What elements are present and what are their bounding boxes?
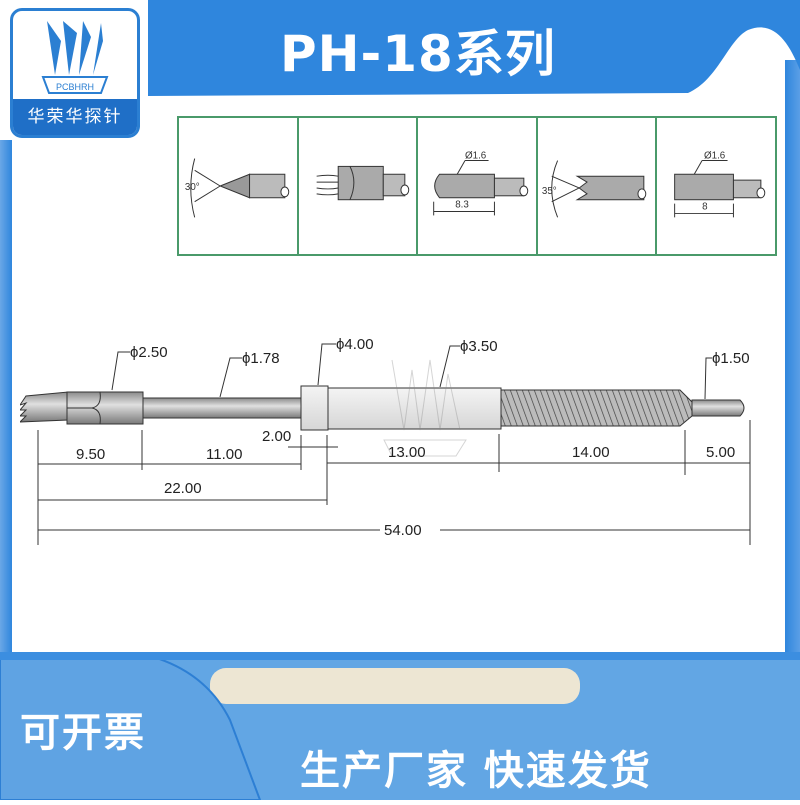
brand-logo: PCBHRH 华荣华探针 [10,8,140,138]
tip-style-rounded: Ø1.6 8.3 [418,118,538,254]
svg-text:30°: 30° [185,182,200,193]
svg-text:Ø1.6: Ø1.6 [465,151,487,162]
slogan: 生产厂家 快速发货 [300,748,652,794]
svg-text:8: 8 [702,202,708,213]
tip-style-pointed-cone: 30° [179,118,299,254]
svg-text:Ø1.6: Ø1.6 [704,151,726,162]
tip-style-crown [299,118,419,254]
dim-barrel-length: 13.00 [388,444,426,461]
frame-right-border [785,60,800,700]
dim-collar-length: 2.00 [262,428,292,445]
page-title: PH-18系列 [280,25,556,83]
dim-plunger-length: 11.00 [206,446,243,463]
svg-text:8.3: 8.3 [455,200,469,211]
tip-styles-panel: 30° Ø1.6 8.3 [177,116,777,256]
brand-name: 华荣华探针 [13,99,137,135]
dim-tail-length: 5.00 [706,444,736,461]
dim-to-collar: 22.00 [164,480,202,497]
dim-plunger-diameter: ϕ1.78 [242,350,280,367]
tip-style-concave: 35° [538,118,658,254]
probe-drawing: ϕ2.50 ϕ1.78 ϕ4.00 ϕ3.50 ϕ1.50 9.50 11.00… [20,330,790,560]
crown-logo-icon: PCBHRH [41,21,109,94]
dim-tail-diameter: ϕ1.50 [712,350,750,367]
tip-style-flat: Ø1.6 8 [657,118,775,254]
footer-banner [0,649,800,801]
dim-barrel-diameter: ϕ3.50 [460,338,498,355]
dim-overall-length: 54.00 [384,522,422,539]
dim-thread-length: 14.00 [572,444,610,461]
dim-tip-diameter: ϕ2.50 [130,344,168,361]
invoice-badge: 可开票 [20,710,146,756]
dim-collar-diameter: ϕ4.00 [336,336,374,353]
dim-tip-length: 9.50 [76,446,106,463]
svg-text:35°: 35° [542,186,557,197]
svg-text:PCBHRH: PCBHRH [56,82,94,92]
frame-left-border [0,140,12,660]
title-banner: PH-18系列 [148,0,800,96]
frame-bottom-border [0,652,800,660]
